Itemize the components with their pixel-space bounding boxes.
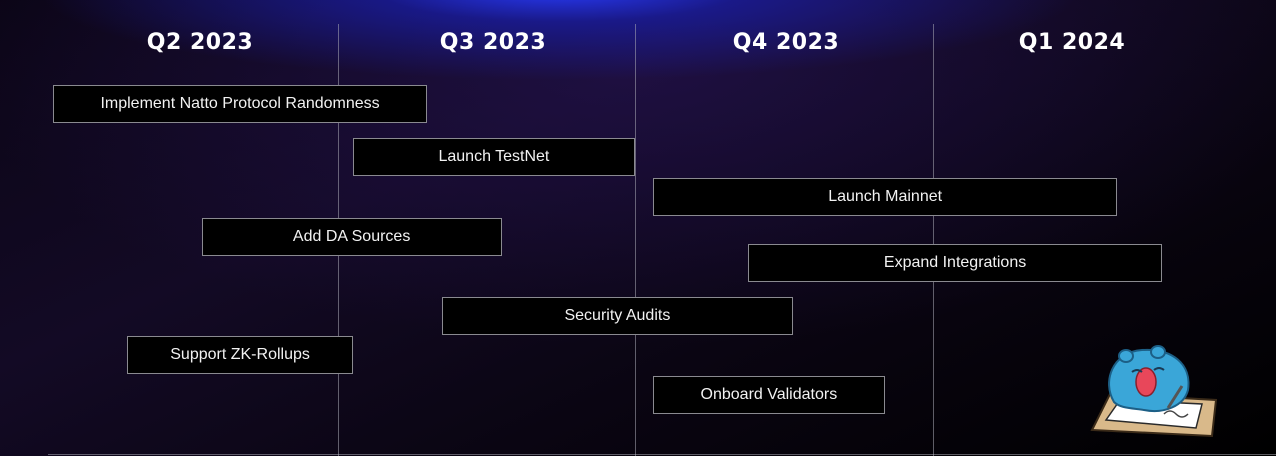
column-header-3: Q4 2023 [732, 30, 840, 55]
column-divider-2 [635, 24, 636, 456]
task-bar: Add DA Sources [201, 218, 502, 256]
task-bar: Support ZK-Rollups [127, 336, 353, 374]
task-bar: Security Audits [442, 297, 793, 335]
column-divider-3 [933, 24, 934, 456]
task-bar: Onboard Validators [652, 376, 885, 414]
column-header-1: Q2 2023 [146, 30, 254, 55]
timeline-baseline [48, 454, 1276, 455]
column-header-2: Q3 2023 [439, 30, 547, 55]
task-bar: Launch Mainnet [652, 178, 1118, 216]
hippo-mascot-drawing-icon [1090, 345, 1218, 438]
task-bar: Launch TestNet [352, 138, 635, 176]
task-bar: Implement Natto Protocol Randomness [52, 85, 428, 123]
column-header-4: Q1 2024 [1018, 30, 1126, 55]
task-bar: Expand Integrations [748, 244, 1163, 282]
